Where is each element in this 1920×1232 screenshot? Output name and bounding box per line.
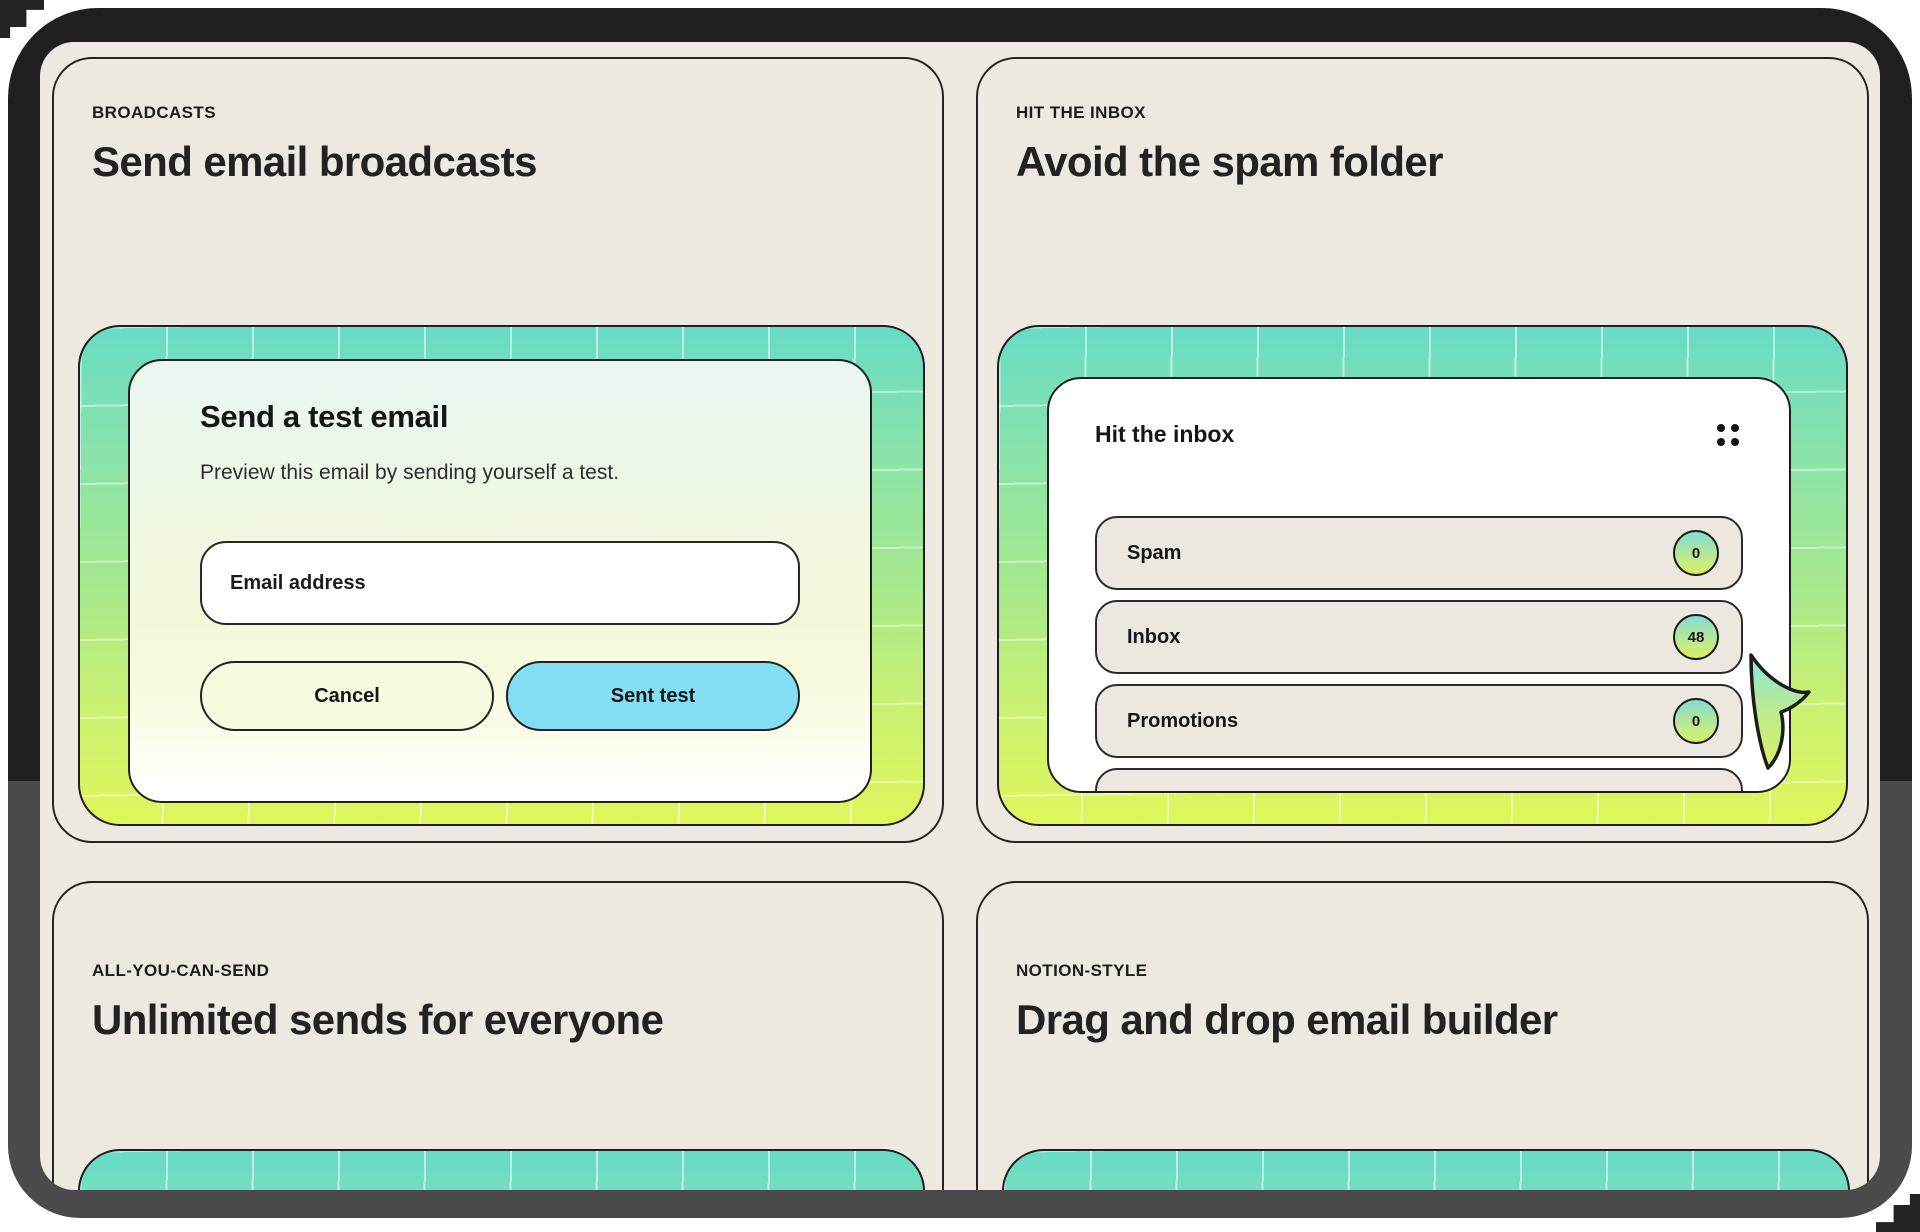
inbox-row-clipped[interactable]: [1095, 768, 1743, 791]
gradient-grid-panel: [1002, 1149, 1850, 1190]
card-eyebrow: NOTION-STYLE: [1016, 961, 1148, 980]
row-label: Inbox: [1127, 625, 1181, 648]
send-test-email-modal: Send a test email Preview this email by …: [128, 359, 872, 803]
card-eyebrow: ALL-YOU-CAN-SEND: [92, 961, 270, 980]
modal-title: Send a test email: [200, 399, 449, 434]
modal-button-row: Cancel Sent test: [200, 661, 800, 731]
feature-card-email-builder: NOTION-STYLE Drag and drop email builder: [976, 881, 1869, 1190]
send-test-button[interactable]: Sent test: [506, 661, 800, 731]
card-title: Avoid the spam folder: [1016, 138, 1444, 185]
feature-card-broadcasts: BROADCASTS Send email broadcasts Send a …: [52, 57, 944, 843]
card-header: BROADCASTS Send email broadcasts: [54, 59, 942, 187]
card-header: HIT THE INBOX Avoid the spam folder: [978, 59, 1867, 187]
cancel-button[interactable]: Cancel: [200, 661, 494, 731]
widget-title: Hit the inbox: [1095, 421, 1235, 447]
screen-content: BROADCASTS Send email broadcasts Send a …: [40, 42, 1880, 1190]
card-header: NOTION-STYLE Drag and drop email builder: [978, 883, 1867, 1045]
card-title: Unlimited sends for everyone: [92, 996, 664, 1043]
card-title: Drag and drop email builder: [1016, 996, 1558, 1043]
inbox-row-promotions[interactable]: Promotions 0: [1095, 684, 1743, 758]
inbox-rows-list: Spam 0 Inbox 48 Promotions 0: [1095, 516, 1743, 791]
inbox-placement-widget: Hit the inbox Spam 0 Inbox 48 Promotions…: [1047, 377, 1791, 793]
feature-card-unlimited-sends: ALL-YOU-CAN-SEND Unlimited sends for eve…: [52, 881, 944, 1190]
gradient-grid-panel: [78, 1149, 925, 1190]
row-label: Promotions: [1127, 709, 1239, 732]
stylized-cursor-arrow-icon: [1745, 652, 1813, 774]
email-address-input[interactable]: [200, 541, 800, 625]
row-label: Spam: [1127, 541, 1182, 564]
modal-description: Preview this email by sending yourself a…: [200, 461, 620, 484]
drag-handle-dots-icon[interactable]: [1717, 423, 1739, 446]
gradient-grid-panel: Hit the inbox Spam 0 Inbox 48 Promotions…: [997, 325, 1848, 826]
feature-card-hit-the-inbox: HIT THE INBOX Avoid the spam folder Hit …: [976, 57, 1869, 843]
card-header: ALL-YOU-CAN-SEND Unlimited sends for eve…: [54, 883, 942, 1045]
inbox-row-inbox[interactable]: Inbox 48: [1095, 600, 1743, 674]
count-badge: 0: [1673, 530, 1719, 576]
count-badge: 0: [1673, 698, 1719, 744]
card-eyebrow: HIT THE INBOX: [1016, 103, 1146, 122]
card-eyebrow: BROADCASTS: [92, 103, 216, 122]
card-title: Send email broadcasts: [92, 138, 538, 185]
count-badge: 48: [1673, 614, 1719, 660]
gradient-grid-panel: Send a test email Preview this email by …: [78, 325, 925, 826]
widget-header: Hit the inbox: [1095, 421, 1743, 448]
inbox-row-spam[interactable]: Spam 0: [1095, 516, 1743, 590]
